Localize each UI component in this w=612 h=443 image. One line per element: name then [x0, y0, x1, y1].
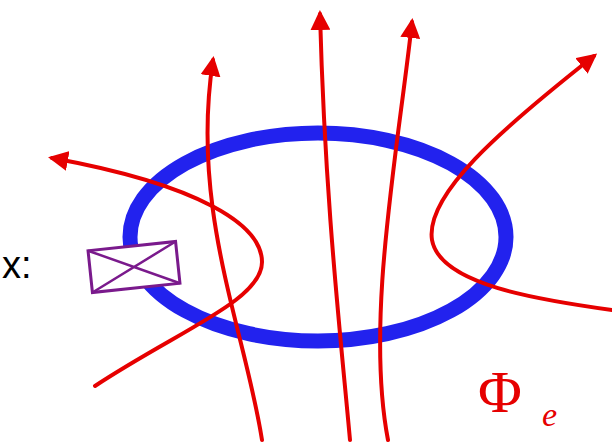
superconducting-loop [130, 133, 506, 341]
flux-lines [52, 14, 612, 440]
flux-symbol: Φ [478, 362, 522, 422]
josephson-junction [88, 242, 180, 293]
cut-off-label: x: [2, 246, 32, 284]
flux-subscript: e [542, 398, 557, 432]
